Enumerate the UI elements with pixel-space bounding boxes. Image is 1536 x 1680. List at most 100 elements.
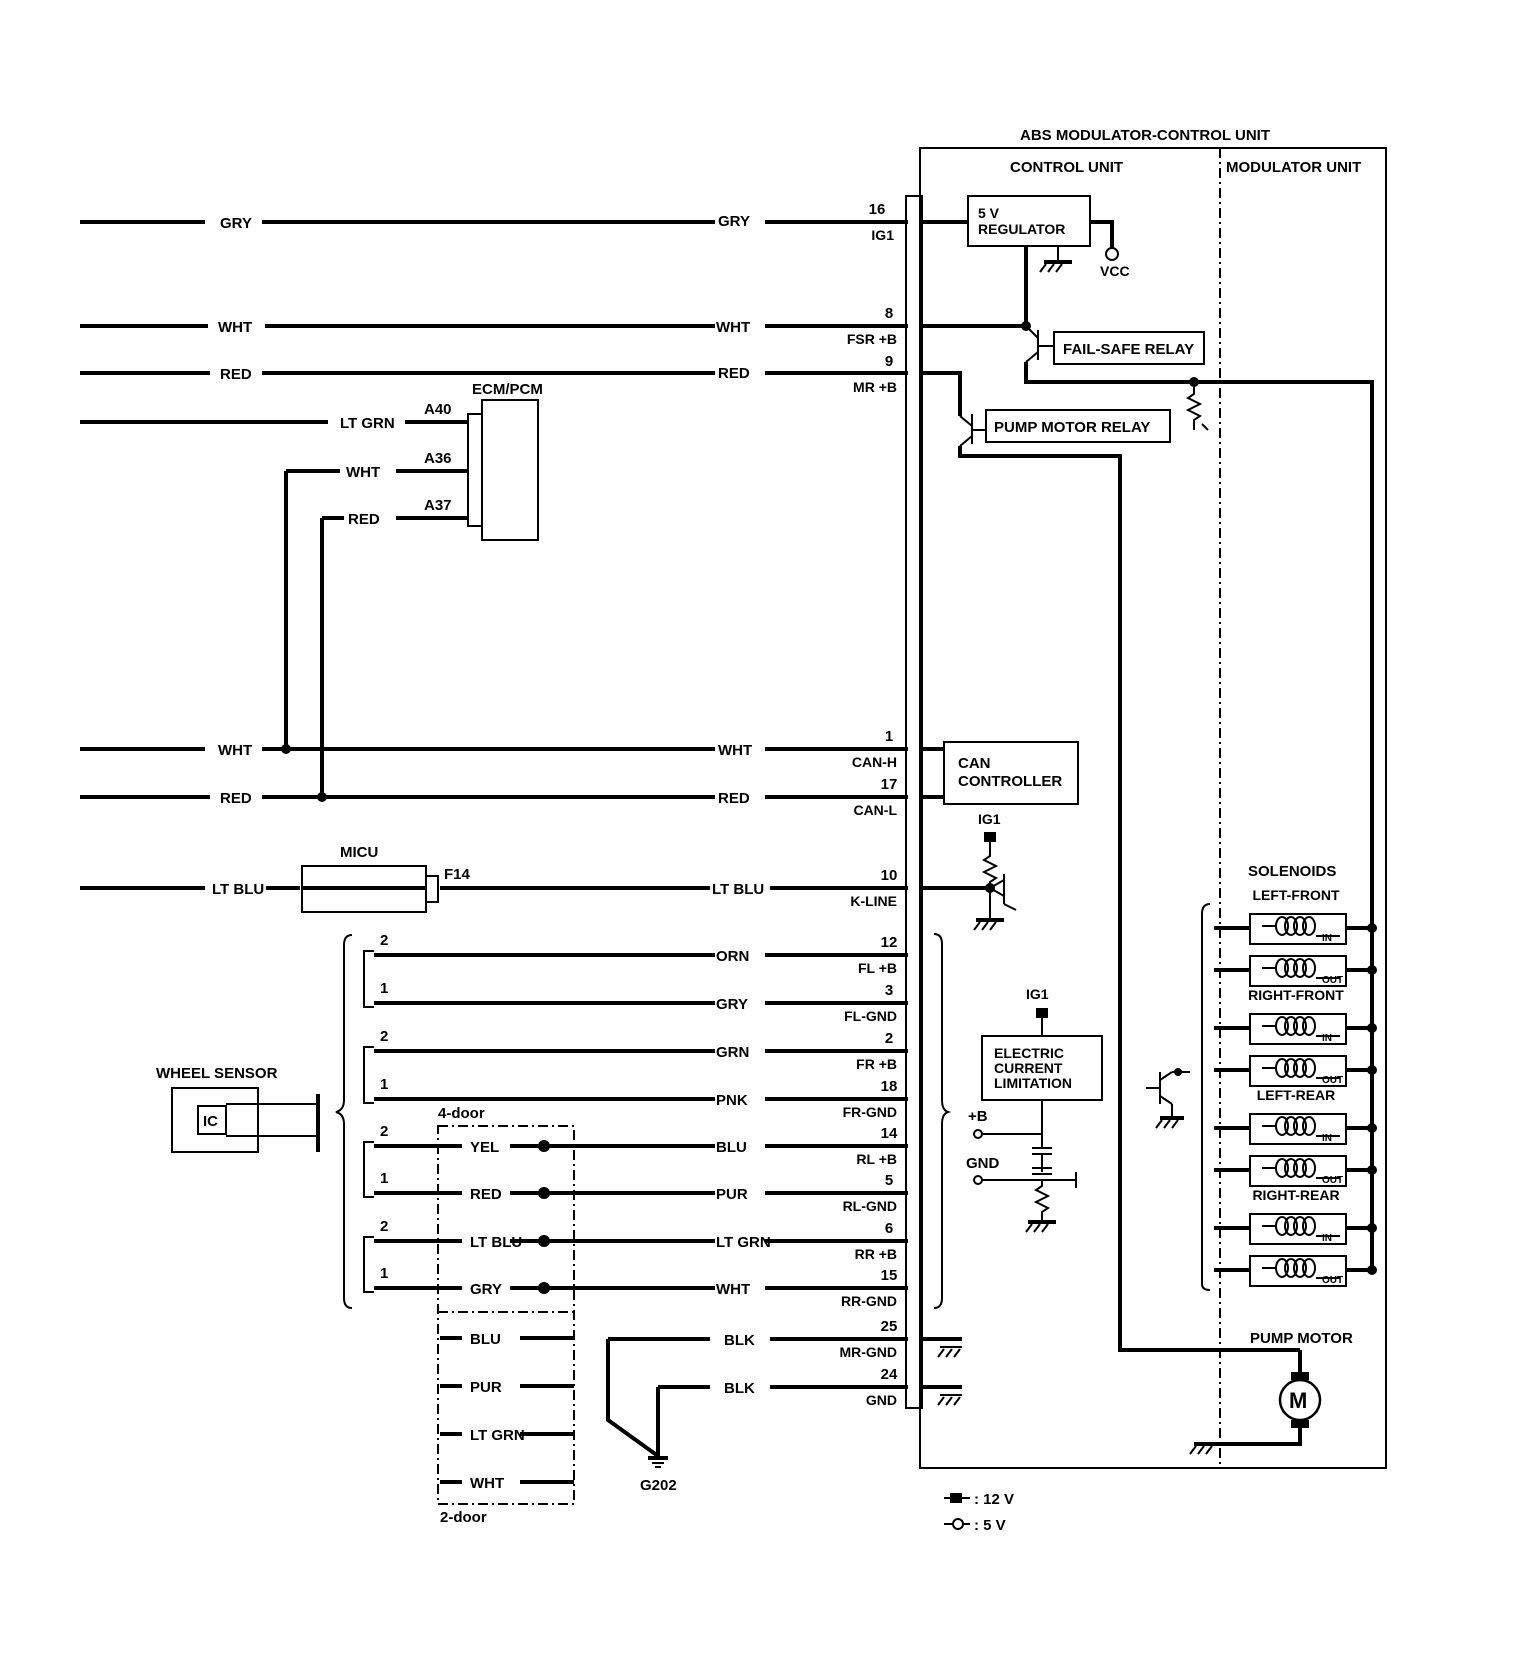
wheel-pin-number: 12 bbox=[881, 934, 898, 951]
wire-label-wht-left: WHT bbox=[218, 319, 252, 336]
pin-num-10: 10 bbox=[881, 867, 898, 884]
ecl-line3: LIMITATION bbox=[994, 1075, 1072, 1091]
wheel-wire-color: PUR bbox=[716, 1186, 748, 1203]
pin-name-can-h: CAN-H bbox=[852, 754, 897, 770]
ground-wire-color: BLK bbox=[724, 1332, 755, 1349]
door-variant-box: 4-door 2-door bbox=[437, 1105, 575, 1526]
solenoid-coil bbox=[1249, 1255, 1347, 1287]
ecm-wire-lt-grn: LT GRN bbox=[340, 415, 395, 432]
ground-wire-color: BLK bbox=[724, 1380, 755, 1397]
regulator-box bbox=[967, 195, 1091, 247]
can-controller-box bbox=[943, 741, 1079, 805]
wheel-pin-number: 14 bbox=[881, 1125, 898, 1142]
ecm-pin-a40: A40 bbox=[424, 401, 452, 418]
pump-motor-relay-box bbox=[985, 409, 1171, 443]
pin-name-fsr-b: FSR +B bbox=[847, 331, 897, 347]
ecl-gnd-label: GND bbox=[966, 1155, 1000, 1172]
ecm-pin-a36: A36 bbox=[424, 450, 452, 467]
two-door-wire-row: WHT bbox=[440, 1475, 574, 1492]
wheel-pin-name: FR +B bbox=[856, 1056, 897, 1072]
wheel-pin-name: FL-GND bbox=[844, 1008, 897, 1024]
regulator-line2: REGULATOR bbox=[978, 221, 1065, 237]
solenoid-out-label: OUT bbox=[1322, 1275, 1343, 1286]
micu-title: MICU bbox=[340, 844, 378, 861]
wheel-wire-color: GRN bbox=[716, 1044, 749, 1061]
ecl-line1: ELECTRIC bbox=[994, 1045, 1064, 1061]
splice-dot bbox=[538, 1140, 550, 1152]
sensor-pin-number: 2 bbox=[380, 932, 388, 949]
four-door-wire-color: GRY bbox=[470, 1281, 502, 1298]
two-door-wire-color: BLU bbox=[470, 1331, 501, 1348]
four-door-wire-color: LT BLU bbox=[470, 1234, 522, 1251]
solenoid-coil bbox=[1249, 1113, 1347, 1145]
ground-pin-name: GND bbox=[866, 1392, 897, 1408]
micu: MICU F14 bbox=[301, 844, 471, 913]
sensor-pin-number: 2 bbox=[380, 1028, 388, 1045]
sensor-pin-number: 1 bbox=[380, 980, 388, 997]
sensor-pin-number: 2 bbox=[380, 1123, 388, 1140]
wheel-sensor: WHEEL SENSOR IC bbox=[156, 934, 353, 1309]
fail-safe-relay-label: FAIL-SAFE RELAY bbox=[1063, 341, 1194, 358]
solenoid-in-label: IN bbox=[1322, 1133, 1332, 1144]
four-door-wire-color: YEL bbox=[470, 1139, 499, 1156]
wire-label-gry-left: GRY bbox=[220, 215, 252, 232]
pin-name-k-line: K-LINE bbox=[850, 893, 897, 909]
solenoid-out-label: OUT bbox=[1322, 1075, 1343, 1086]
ground-pin-name: MR-GND bbox=[839, 1344, 897, 1360]
wire-label-can-l-right: RED bbox=[718, 790, 750, 807]
wheel-pin-number: 15 bbox=[881, 1267, 898, 1284]
fail-safe-relay-box bbox=[1053, 331, 1205, 365]
ecl-plus-b-label: +B bbox=[968, 1108, 988, 1125]
abs-unit-outline: ABS MODULATOR-CONTROL UNIT CONTROL UNIT … bbox=[905, 127, 1387, 1469]
wheel-sensor-ic: IC bbox=[203, 1113, 218, 1130]
solenoid-coil bbox=[1249, 1055, 1347, 1087]
ground-pin-number: 24 bbox=[881, 1366, 898, 1383]
ecm-pcm: ECM/PCM LT GRN WHT RED A40 A36 A37 bbox=[80, 381, 543, 541]
solenoid-coil bbox=[1249, 1155, 1347, 1187]
splice-dot bbox=[538, 1235, 550, 1247]
pin-num-17: 17 bbox=[881, 776, 898, 793]
pin-num-1: 1 bbox=[885, 728, 893, 745]
four-door-label: 4-door bbox=[438, 1105, 485, 1122]
pin-name-can-l: CAN-L bbox=[853, 802, 897, 818]
sensor-pin-number: 1 bbox=[380, 1076, 388, 1093]
wire-label-can-h-left: WHT bbox=[218, 742, 252, 759]
pin-num-16: 16 bbox=[869, 201, 886, 218]
wheel-pin-number: 3 bbox=[885, 982, 893, 999]
wheel-pin-name: RR +B bbox=[855, 1246, 897, 1262]
ground-g202: G202 bbox=[606, 1337, 908, 1494]
can-controller-line1: CAN bbox=[958, 755, 991, 772]
solenoid-group-label: LEFT-REAR bbox=[1257, 1087, 1336, 1103]
wheel-wire-color: LT GRN bbox=[716, 1234, 771, 1251]
solenoid-out-label: OUT bbox=[1322, 975, 1343, 986]
wire-label-gry-right: GRY bbox=[718, 213, 750, 230]
ground-pin-number: 25 bbox=[881, 1318, 898, 1335]
ground-label: G202 bbox=[640, 1477, 677, 1494]
modulator-internals: SOLENOIDS LEFT-FRONTINOUTRIGHT-FRONTINOU… bbox=[1146, 863, 1377, 1455]
wheel-pin-number: 5 bbox=[885, 1172, 893, 1189]
control-unit-label: CONTROL UNIT bbox=[1010, 159, 1123, 176]
wheel-wire-color: WHT bbox=[716, 1281, 750, 1298]
left-wires: GRY GRY WHT WHT RED RED WHT WHT RED RED … bbox=[80, 213, 908, 898]
legend-5v: : 5 V bbox=[974, 1517, 1006, 1534]
two-door-wire-color: LT GRN bbox=[470, 1427, 525, 1444]
two-door-label: 2-door bbox=[440, 1509, 487, 1526]
pin-num-8: 8 bbox=[885, 305, 893, 322]
pump-motor-label: PUMP MOTOR bbox=[1250, 1330, 1353, 1347]
two-door-wire-row: LT GRN bbox=[440, 1427, 574, 1444]
ecm-title: ECM/PCM bbox=[472, 381, 543, 398]
solenoid-in-label: IN bbox=[1322, 1233, 1332, 1244]
k-line-ig1-label: IG1 bbox=[978, 811, 1001, 827]
wheel-wire-color: BLU bbox=[716, 1139, 747, 1156]
splice-dot bbox=[538, 1187, 550, 1199]
can-controller-line2: CONTROLLER bbox=[958, 773, 1062, 790]
ecl-line2: CURRENT bbox=[994, 1060, 1063, 1076]
solenoid-in-label: IN bbox=[1322, 1033, 1332, 1044]
